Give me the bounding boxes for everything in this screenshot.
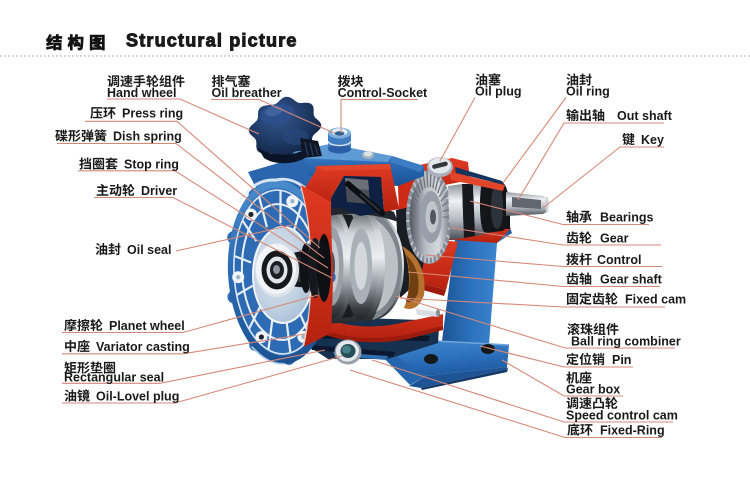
svg-text:Oil breather: Oil breather <box>212 86 282 100</box>
svg-text:Fixed cam: Fixed cam <box>625 293 686 307</box>
svg-text:Dish spring: Dish spring <box>113 130 182 144</box>
svg-text:Control: Control <box>597 253 641 267</box>
svg-text:Bearings: Bearings <box>600 211 654 225</box>
svg-text:Key: Key <box>641 133 664 147</box>
svg-text:Rectangular seal: Rectangular seal <box>64 371 164 385</box>
svg-text:Speed control cam: Speed control cam <box>566 409 678 423</box>
svg-text:Control-Socket: Control-Socket <box>338 86 428 100</box>
svg-text:Planet wheel: Planet wheel <box>109 319 185 333</box>
svg-text:Fixed-Ring: Fixed-Ring <box>600 424 665 438</box>
svg-text:Oil-Lovel plug: Oil-Lovel plug <box>96 390 179 404</box>
svg-text:Stop ring: Stop ring <box>124 158 179 172</box>
svg-text:Oil ring: Oil ring <box>566 85 610 99</box>
svg-text:Out shaft: Out shaft <box>617 109 673 123</box>
svg-text:Gear: Gear <box>600 232 629 246</box>
svg-text:Gear shaft: Gear shaft <box>600 273 663 287</box>
svg-text:Pin: Pin <box>612 353 631 367</box>
svg-text:Structural picture: Structural picture <box>126 31 298 51</box>
svg-text:Driver: Driver <box>141 184 177 198</box>
svg-text:Press ring: Press ring <box>122 107 183 121</box>
svg-text:Variator casting: Variator casting <box>96 340 190 354</box>
svg-text:Hand wheel: Hand wheel <box>107 86 176 100</box>
svg-text:Ball ring combiner: Ball ring combiner <box>571 335 681 349</box>
svg-text:Gear box: Gear box <box>566 383 620 397</box>
svg-text:Oil seal: Oil seal <box>127 243 171 257</box>
svg-text:Oil plug: Oil plug <box>475 85 522 99</box>
